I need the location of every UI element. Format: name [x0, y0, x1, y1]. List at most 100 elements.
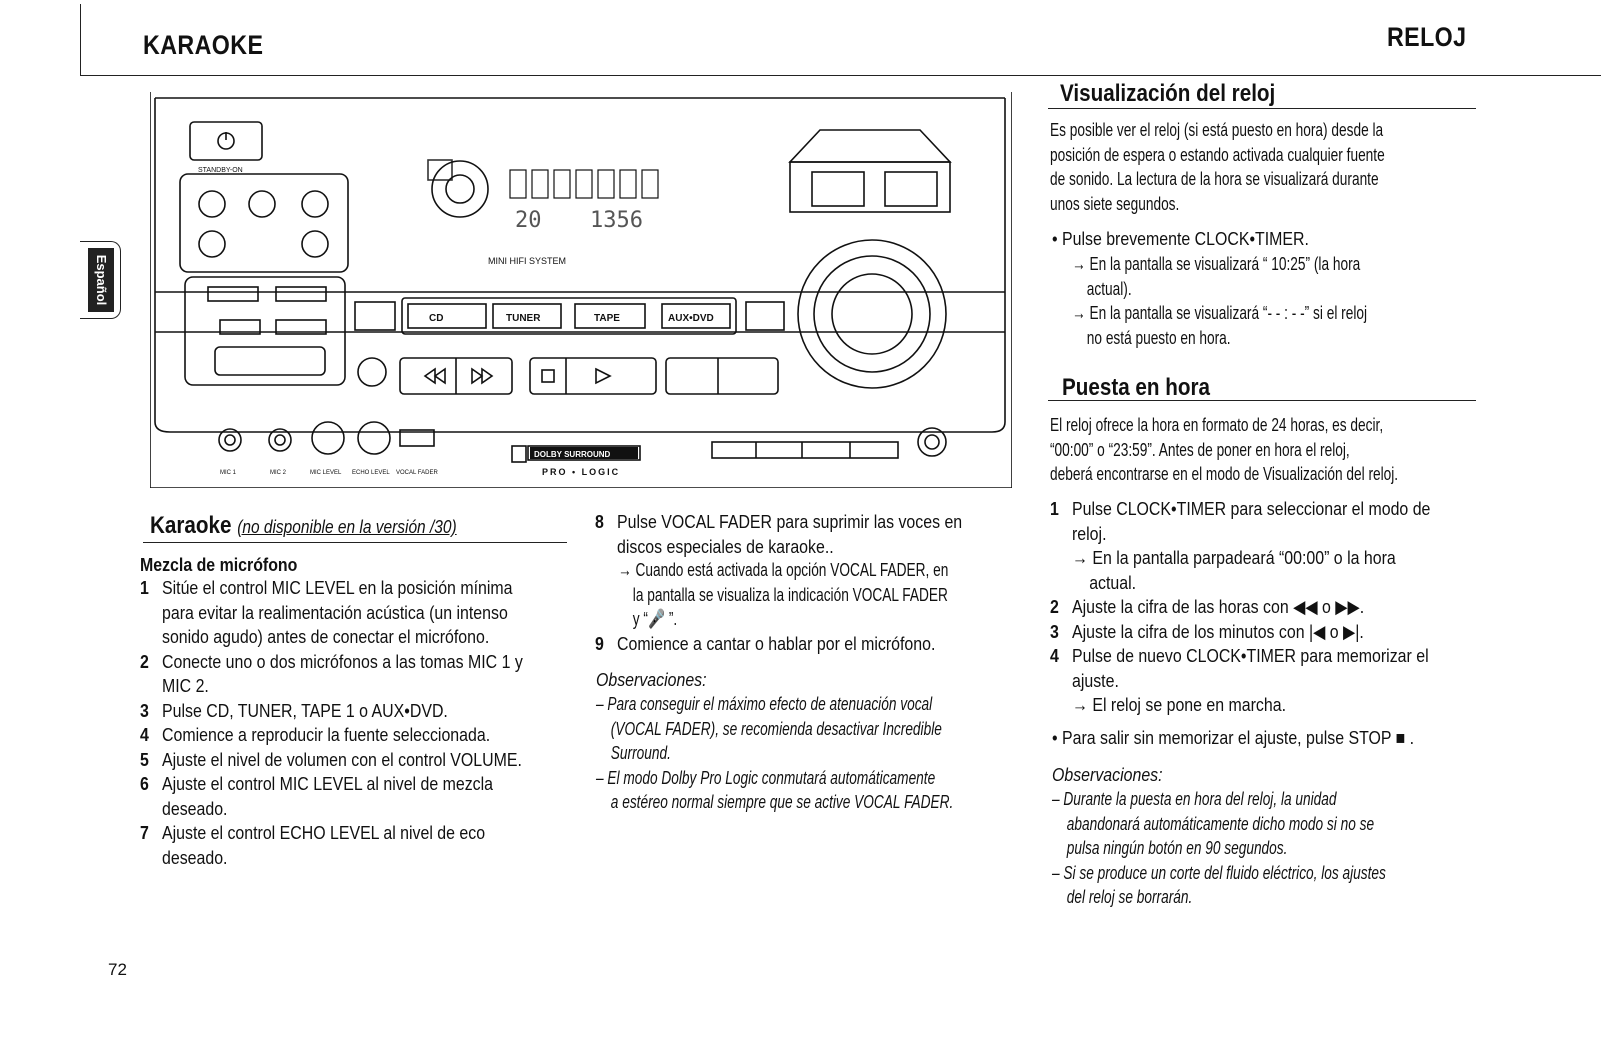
reloj-vis-arrow-line: no está puesto en hora.	[1086, 326, 1231, 348]
karaoke-obs-title: Observaciones:	[596, 669, 707, 690]
reloj-obs-line: del reloj se borrarán.	[1066, 886, 1193, 907]
jack-label-echo-level: ECHO LEVEL	[352, 470, 390, 476]
reloj-set-line: El reloj ofrece la hora en formato de 24…	[1050, 414, 1384, 435]
reloj-set-line: “00:00” o “23:59”. Antes de poner en hor…	[1050, 438, 1350, 460]
step-number: 4	[1050, 645, 1059, 666]
step-number: 3	[140, 699, 149, 721]
button-aux-label: AUX•DVD	[668, 313, 714, 324]
button-cd-label: CD	[429, 313, 443, 324]
display-caption: MINI HIFI SYSTEM	[488, 256, 566, 266]
reloj-set-steps: 1 Pulse CLOCK•TIMER para seleccionar el m…	[1050, 497, 1489, 718]
karaoke-obs-line: (VOCAL FADER), se recomienda desactivar …	[610, 717, 942, 739]
karaoke-step-6: 6 Ajuste el control MIC LEVEL al nivel de…	[140, 772, 582, 821]
reloj-exit-bullet: • Para salir sin memorizar el ajuste, pu…	[1052, 727, 1415, 748]
step-text: para evitar la realimentación acústica (…	[162, 601, 508, 623]
reloj-set-line: deberá encontrarse en el modo de Visuali…	[1050, 463, 1399, 484]
step8-arrow-line: la pantalla se visualiza la indicación V…	[632, 583, 948, 605]
reloj-set-paragraph: El reloj ofrece la hora en formato de 24…	[1050, 413, 1455, 487]
karaoke-obs-line: – Para conseguir el máximo efecto de ate…	[596, 693, 933, 714]
step-text: Pulse CD, TUNER, TAPE 1 o AUX•DVD.	[162, 699, 448, 721]
karaoke-step-9-wrap: 9 Comience a cantar o hablar por el micró…	[595, 632, 987, 657]
header-title-reloj: RELOJ	[1387, 22, 1467, 52]
karaoke-step-2: 2 Conecte uno o dos micrófonos a las toma…	[140, 650, 582, 699]
standby-label: STANDBY-ON	[198, 167, 243, 174]
step-text: Ajuste la cifra de los minutos con |◀ o …	[1072, 620, 1364, 642]
reloj-vis-rule	[1048, 108, 1476, 109]
step-number: 9	[595, 633, 604, 654]
step-text: Ajuste el nivel de volumen con el contro…	[162, 748, 522, 770]
reloj-set-title: Puesta en hora	[1062, 374, 1210, 401]
karaoke-obs-line: Surround.	[610, 742, 671, 763]
karaoke-obs-line: a estéreo normal siempre que se active V…	[610, 791, 954, 812]
step-number: 1	[1050, 498, 1059, 519]
reloj-vis-line: Es posible ver el reloj (si está puesto …	[1050, 119, 1384, 140]
reloj-vis-line: unos siete segundos.	[1050, 192, 1180, 214]
step-number: 1	[140, 577, 149, 598]
reloj-obs-line: pulsa ningún botón en 90 segundos.	[1066, 837, 1288, 858]
step-text: discos especiales de karaoke..	[617, 535, 834, 557]
reloj-obs-title: Observaciones:	[1052, 764, 1163, 785]
step-number: 7	[140, 822, 149, 843]
device-front-panel-drawing: STANDBY-ON MINI HIFI SYSTEM 20 1356 CD T…	[149, 92, 1013, 489]
device-illustration: STANDBY-ON MINI HIFI SYSTEM 20 1356 CD T…	[149, 92, 1013, 489]
reloj-vis-bullet: • Pulse brevemente CLOCK•TIMER.	[1052, 228, 1309, 249]
step-number: 2	[1050, 596, 1059, 617]
karaoke-step-9: 9 Comience a cantar o hablar por el micró…	[595, 632, 987, 657]
step-text: ajuste.	[1072, 669, 1119, 691]
step-number: 6	[140, 773, 149, 794]
step-text: Comience a cantar o hablar por el micróf…	[617, 633, 936, 654]
button-tape-label: TAPE	[594, 313, 620, 324]
reloj-vis-arrow-line: → En la pantalla se visualizará “- - : -…	[1072, 302, 1368, 323]
karaoke-steps: 1 Sitúe el control MIC LEVEL en la posici…	[140, 576, 582, 870]
step-text: Ajuste el control MIC LEVEL al nivel de …	[162, 773, 494, 794]
step-number: 5	[140, 748, 149, 770]
step-text: Comience a reproducir la fuente seleccio…	[162, 724, 491, 745]
reloj-vis-line: de sonido. La lectura de la hora se visu…	[1050, 168, 1379, 189]
header-rule	[80, 75, 1601, 76]
karaoke-step-4: 4 Comience a reproducir la fuente selecci…	[140, 723, 582, 748]
reloj-step-1: 1 Pulse CLOCK•TIMER para seleccionar el m…	[1050, 497, 1489, 595]
karaoke-title-text: Karaoke	[150, 512, 232, 539]
karaoke-step-3: 3 Pulse CD, TUNER, TAPE 1 o AUX•DVD.	[140, 699, 582, 724]
karaoke-title-note: (no disponible en la versión /30)	[237, 517, 457, 537]
jack-label-vocal-fader: VOCAL FADER	[396, 470, 438, 476]
reloj-step-2: 2 Ajuste la cifra de las horas con ◀◀ o ▶…	[1050, 595, 1489, 620]
step-number: 4	[140, 724, 149, 745]
step-text: Pulse de nuevo CLOCK•TIMER para memoriza…	[1072, 645, 1429, 666]
karaoke-step-5: 5 Ajuste el nivel de volumen con el contr…	[140, 748, 582, 773]
karaoke-obs-line: – El modo Dolby Pro Logic conmutará auto…	[596, 766, 936, 788]
step-text: Ajuste la cifra de las horas con ◀◀ o ▶▶…	[1072, 596, 1365, 617]
reloj-vis-line: posición de espera o estando activada cu…	[1050, 143, 1385, 165]
reloj-vis-paragraph: Es posible ver el reloj (si está puesto …	[1050, 118, 1439, 216]
header-title-karaoke: KARAOKE	[143, 30, 264, 60]
reloj-step-4: 4 Pulse de nuevo CLOCK•TIMER para memoriz…	[1050, 644, 1489, 718]
step-arrow-note: actual.	[1089, 571, 1137, 593]
dolby-logo: DOLBY SURROUND	[534, 450, 611, 459]
reloj-vis-title: Visualización del reloj	[1060, 80, 1276, 107]
step8-arrow-line: → Cuando está activada la opción VOCAL F…	[618, 559, 949, 580]
header-left-rule	[80, 4, 81, 76]
step8-arrow-line: y “🎤 ”.	[632, 608, 678, 629]
step-arrow-note: → En la pantalla parpadeará “00:00” o la…	[1072, 547, 1396, 568]
step-text: deseado.	[162, 797, 228, 819]
step-text: Pulse CLOCK•TIMER para seleccionar el mo…	[1072, 498, 1431, 519]
display-digits-right: 1356	[590, 208, 643, 233]
button-tuner-label: TUNER	[506, 313, 541, 324]
karaoke-subtitle: Mezcla de micrófono	[140, 554, 298, 575]
reloj-obs-line: abandonará automáticamente dicho modo si…	[1066, 812, 1375, 834]
language-tab-label: Español	[88, 248, 114, 312]
step-number: 2	[140, 650, 149, 672]
step-text: Sitúe el control MIC LEVEL en la posició…	[162, 577, 513, 598]
step-text: Pulse VOCAL FADER para suprimir las voce…	[617, 511, 963, 532]
page-number: 72	[108, 960, 127, 979]
step-arrow-note: → El reloj se pone en marcha.	[1072, 694, 1287, 715]
karaoke-title-rule	[143, 542, 567, 543]
step-text: sonido agudo) antes de conectar el micró…	[162, 626, 490, 647]
step-text: Conecte uno o dos micrófonos a las tomas…	[162, 650, 523, 672]
dolby-logo-sub: PRO • LOGIC	[542, 467, 620, 477]
step-text: deseado.	[162, 846, 228, 868]
